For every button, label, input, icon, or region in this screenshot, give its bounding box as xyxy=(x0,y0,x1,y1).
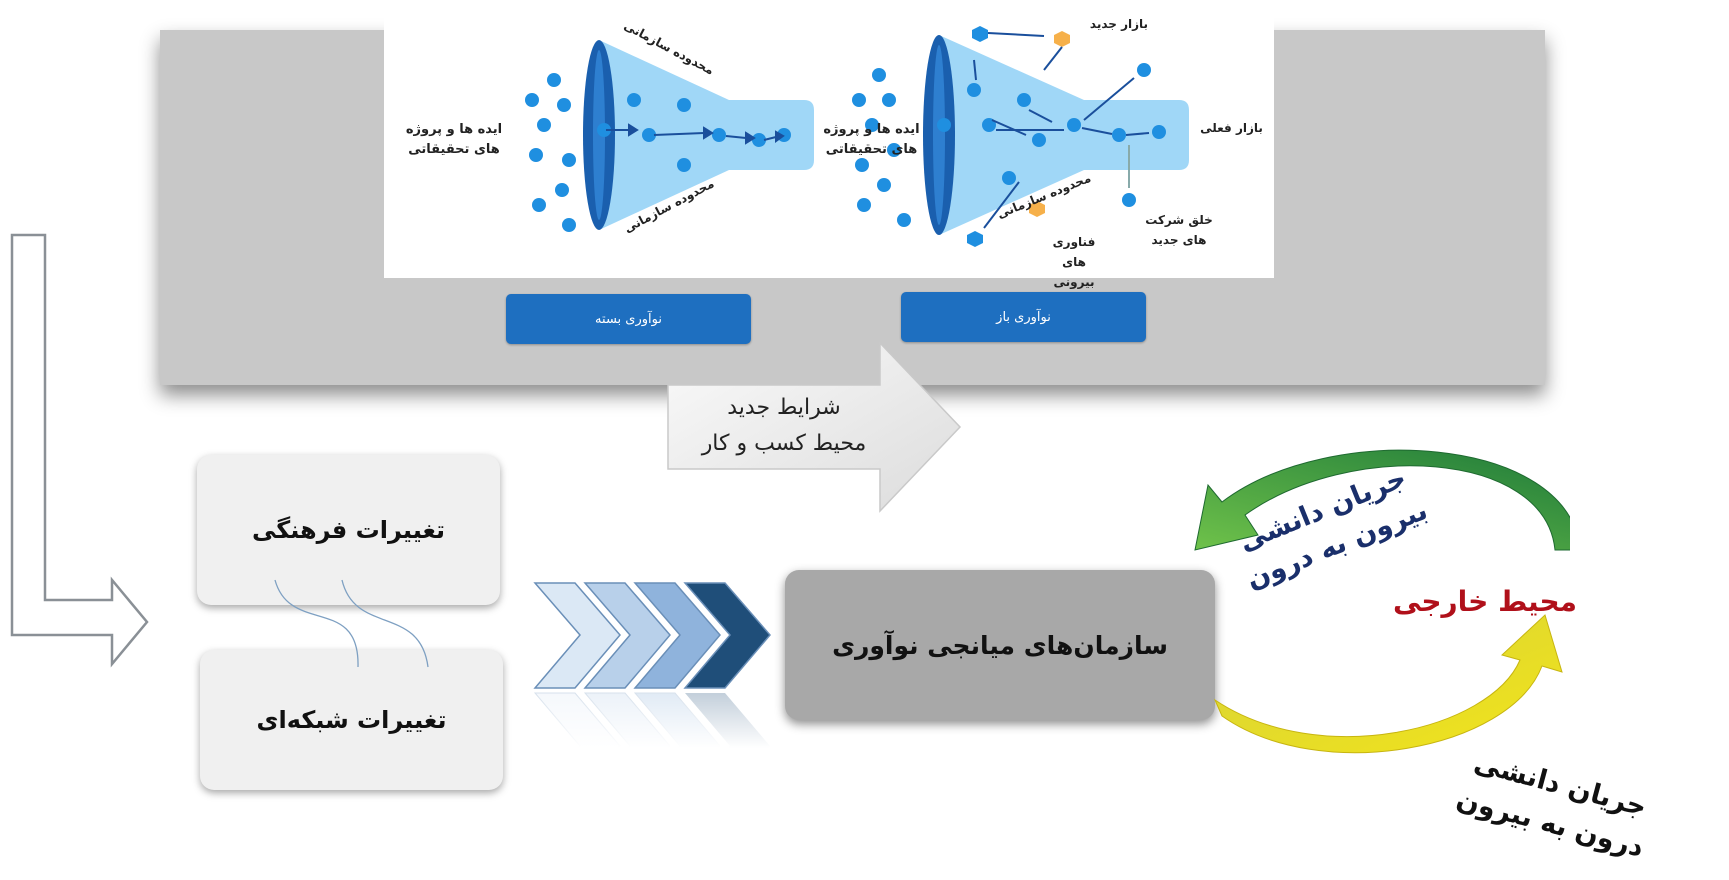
chevron-3 xyxy=(633,582,721,689)
closed-ideas-label: ایده ها و پروژه های تحقیقاتی xyxy=(405,122,503,157)
new-market-label: بازار جدید xyxy=(1089,17,1149,31)
external-tech-label: فناوری های بیرونی xyxy=(1052,235,1096,289)
progress-chevrons xyxy=(530,582,780,748)
green-arrow xyxy=(1194,449,1570,551)
new-companies-label: خلق شرکت های جدید xyxy=(1145,213,1213,247)
closed-funnel xyxy=(525,40,814,232)
closed-innovation-button[interactable]: نوآوری بسته xyxy=(506,294,751,344)
open-ideas-label: ایده ها و پروژه های تحقیقاتی xyxy=(823,122,920,157)
chevron-1 xyxy=(533,582,621,689)
knowledge-cycle xyxy=(1194,449,1570,754)
external-environment-label: محیط خارجی xyxy=(1393,585,1577,618)
innovation-intermediaries-box: سازمان‌های میانجی نوآوری xyxy=(785,570,1215,720)
cultural-changes-box: تغییرات فرهنگی xyxy=(197,455,500,605)
left-elbow-arrow xyxy=(10,233,149,668)
business-environment-arrow xyxy=(667,341,962,513)
yellow-arrow xyxy=(1213,614,1563,754)
connector-curves xyxy=(274,579,429,668)
open-funnel xyxy=(852,26,1189,247)
funnel-figure: ایده ها و پروژه های تحقیقاتی محدوده سازم… xyxy=(384,0,1274,289)
arrow-text-line2: محیط کسب و کار xyxy=(701,431,867,456)
arrow-text-line1: شرایط جدید xyxy=(727,395,841,420)
funnel-figure-graphic xyxy=(525,26,1189,247)
chevron-2 xyxy=(583,582,671,689)
network-changes-box: تغییرات شبکه‌ای xyxy=(200,650,503,790)
current-market-label: بازار فعلی xyxy=(1200,121,1263,135)
chevron-4 xyxy=(683,582,771,689)
open-innovation-button[interactable]: نوآوری باز xyxy=(901,292,1146,342)
